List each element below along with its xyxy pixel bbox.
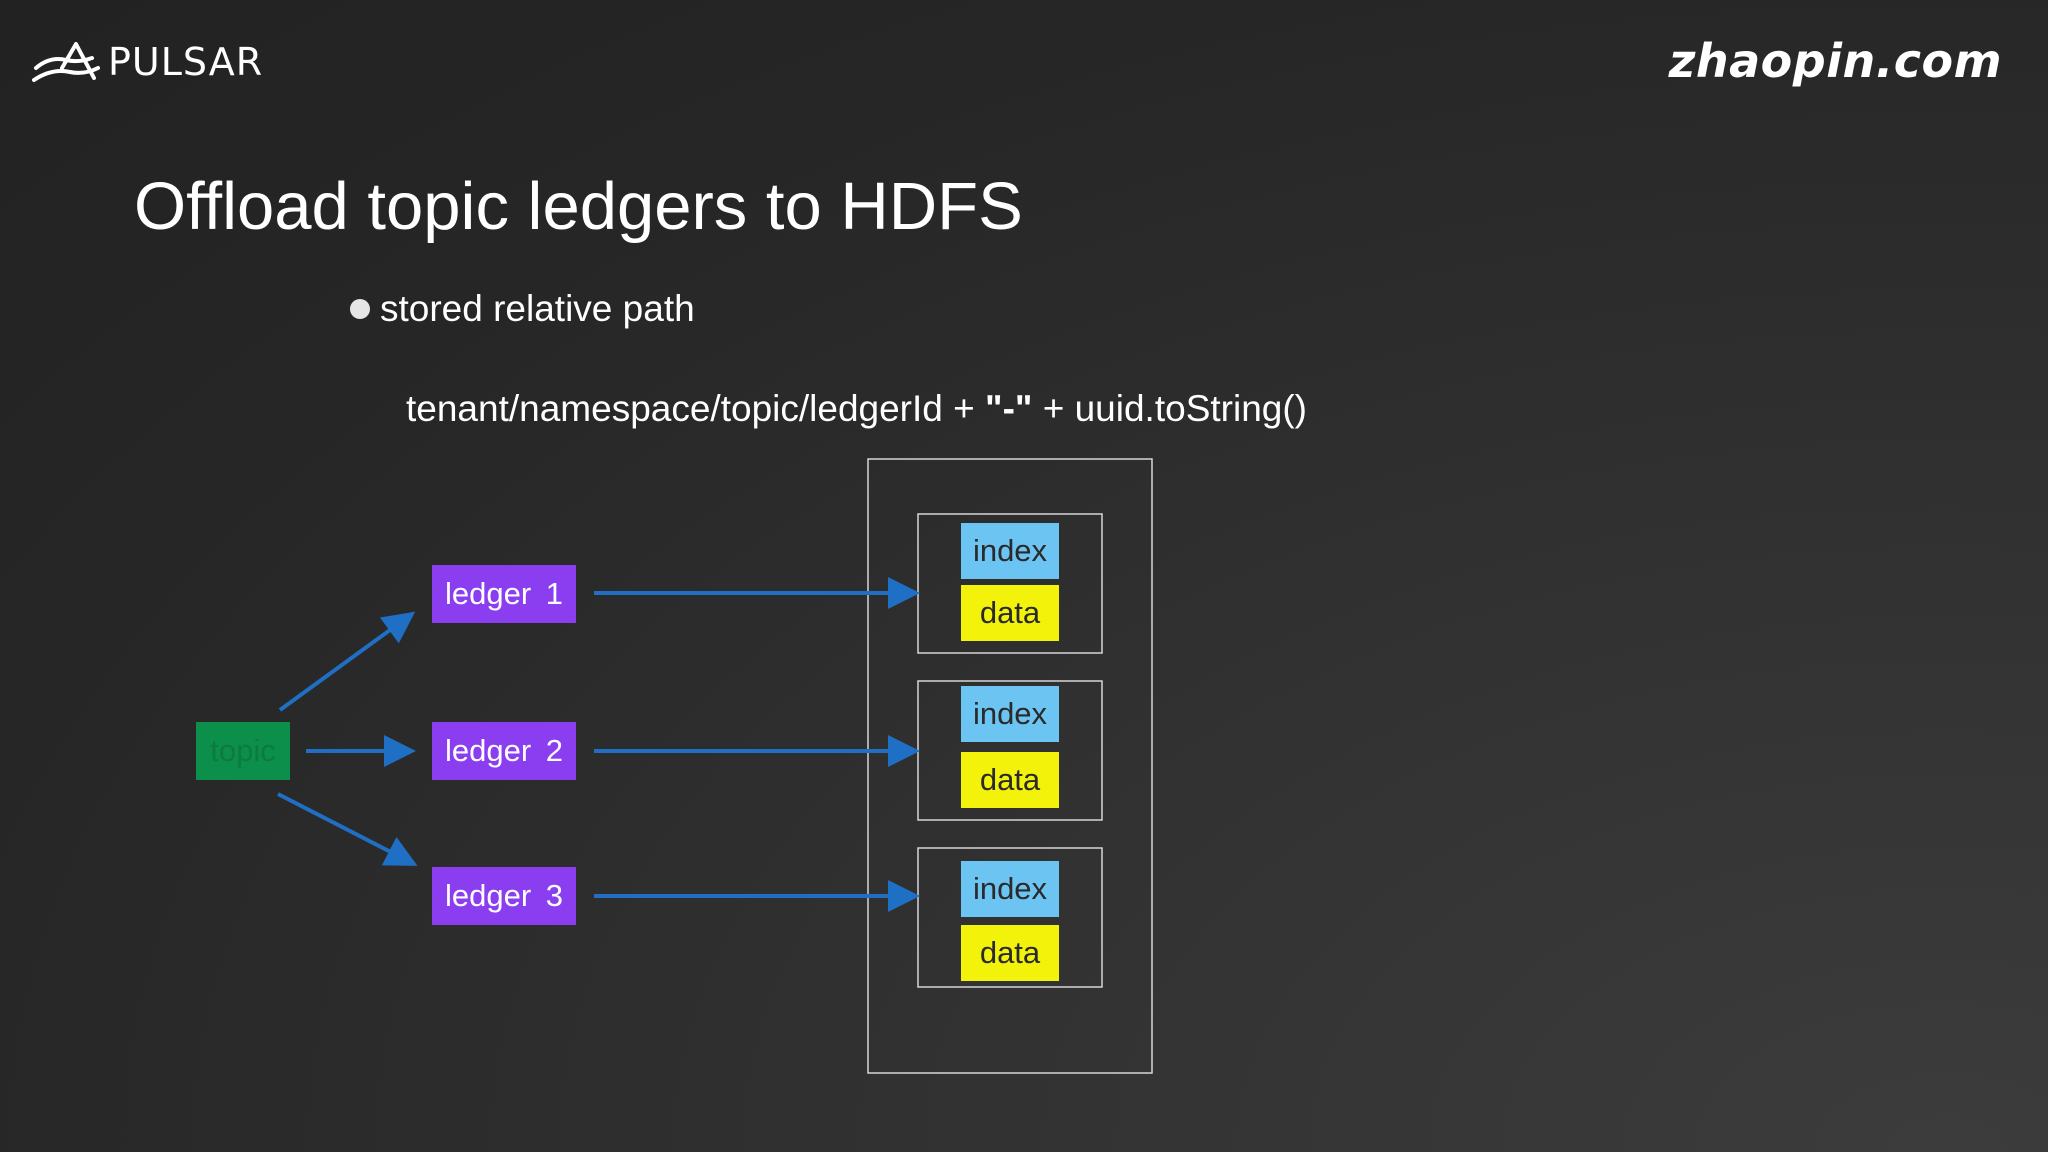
- arrow-topic-ledger-1: [278, 611, 416, 712]
- path-separator: "-": [985, 388, 1033, 429]
- topic-node: topic: [196, 722, 290, 780]
- data-block: data: [961, 585, 1059, 641]
- index-block: index: [961, 686, 1059, 742]
- pulsar-logo: PULSAR: [32, 32, 263, 92]
- zhaopin-logo: zhaopin.com: [1668, 34, 2002, 88]
- bullet-item: stored relative path: [350, 288, 695, 330]
- data-block: data: [961, 925, 1059, 981]
- arrow-topic-ledger-3: [277, 792, 418, 866]
- bullet-text: stored relative path: [380, 288, 695, 329]
- path-suffix: + uuid.toString(): [1032, 388, 1307, 429]
- ledger-node: ledger 1: [432, 565, 576, 623]
- path-prefix: tenant/namespace/topic/ledgerId +: [406, 388, 986, 429]
- hdfs-container: [867, 458, 1153, 1074]
- path-formula: tenant/namespace/topic/ledgerId + "-" + …: [406, 388, 1307, 430]
- storage-group-3: [917, 847, 1103, 988]
- ledger-node: ledger 3: [432, 867, 576, 925]
- index-block: index: [961, 861, 1059, 917]
- slide-title: Offload topic ledgers to HDFS: [134, 169, 1023, 244]
- index-block: index: [961, 523, 1059, 579]
- pulsar-logo-icon: [32, 42, 100, 82]
- ledger-node: ledger 2: [432, 722, 576, 780]
- data-block: data: [961, 752, 1059, 808]
- bullet-dot-icon: [350, 299, 370, 319]
- pulsar-logo-text: PULSAR: [108, 40, 264, 84]
